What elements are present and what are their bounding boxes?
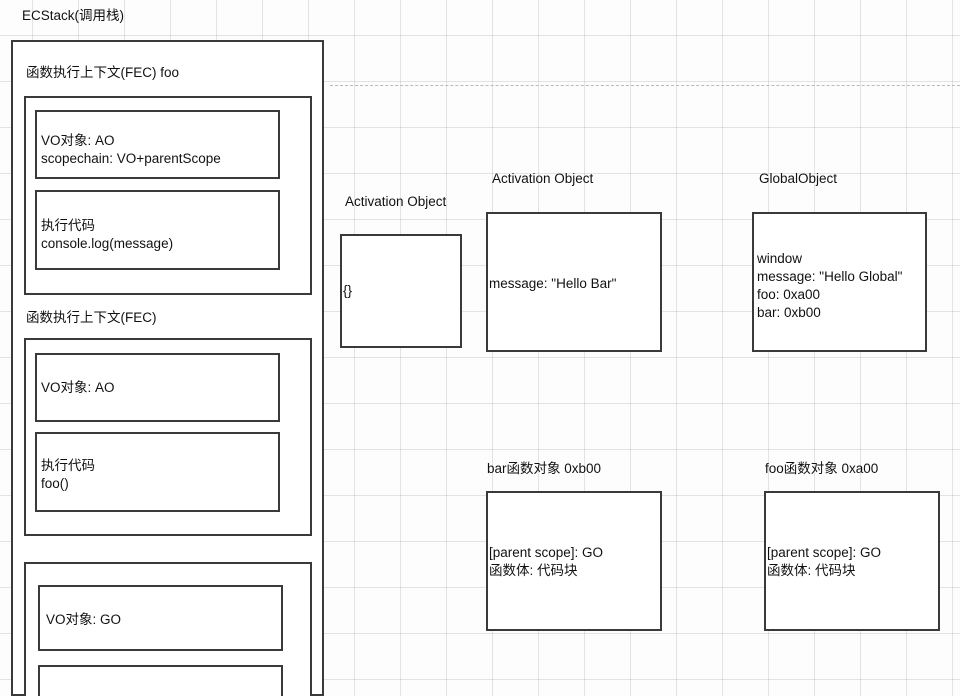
- object-caption-2: GlobalObject: [759, 171, 838, 186]
- fec-frame-0-slot-1-text: 执行代码 console.log(message): [41, 218, 174, 251]
- fec-frame-2-slot-0: [38, 585, 283, 651]
- dashed-guide-line: [330, 85, 960, 86]
- fec-frame-2-slot-1: [38, 665, 283, 696]
- fec-frame-2-slot-0-text: VO对象: GO: [46, 612, 122, 627]
- fec-frame-1-slot-1-text: 执行代码 foo(): [41, 458, 95, 491]
- object-caption-3: bar函数对象 0xb00: [487, 461, 602, 476]
- foo-function-object-body: [parent scope]: GO 函数体: 代码块: [767, 545, 882, 578]
- activation-object-box-0: [340, 234, 462, 348]
- activation-object-body-0: {}: [343, 283, 353, 298]
- global-object-body: window message: "Hello Global" foo: 0xa0…: [757, 251, 903, 320]
- fec-frame-1-slot-0: [35, 353, 280, 422]
- fec-frame-1-slot-1: [35, 432, 280, 512]
- fec-frame-0-slot-1: [35, 190, 280, 270]
- fec-frame-0-slot-0-text: VO对象: AO scopechain: VO+parentScope: [41, 133, 221, 166]
- global-object-box: [752, 212, 927, 352]
- fec-frame-0-slot-0: [35, 110, 280, 179]
- object-caption-1: Activation Object: [492, 171, 594, 186]
- foo-function-object-box: [764, 491, 940, 631]
- bar-function-object-box: [486, 491, 662, 631]
- activation-object-body-1: message: "Hello Bar": [489, 276, 617, 291]
- bar-function-object-body: [parent scope]: GO 函数体: 代码块: [489, 545, 604, 578]
- object-caption-4: foo函数对象 0xa00: [765, 461, 879, 476]
- fec-frame-header-1: 函数执行上下文(FEC): [26, 310, 157, 325]
- ecstack-title: ECStack(调用栈): [22, 8, 125, 23]
- fec-frame-1-slot-0-text: VO对象: AO: [41, 380, 115, 395]
- fec-frame-header-0: 函数执行上下文(FEC) foo: [26, 65, 180, 80]
- activation-object-box-1: [486, 212, 662, 352]
- object-caption-0: Activation Object: [345, 194, 447, 209]
